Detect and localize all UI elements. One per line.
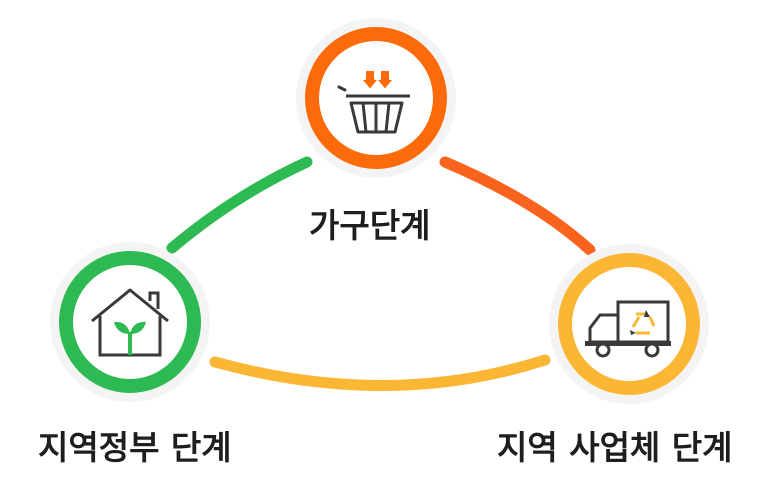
shopping-basket-icon [337,71,410,134]
business-stage-label: 지역 사업체 단계 [497,428,733,467]
household-stage-label: 가구단계 [309,206,431,245]
recycling-truck-icon [585,300,671,358]
connector-government-business [209,354,551,391]
business-node [549,244,709,404]
house-sprout-icon [91,288,169,357]
government-stage-label: 지역정부 단계 [38,428,232,467]
government-node [50,242,210,402]
connector-household-business [439,156,596,256]
household-node [296,18,456,178]
connector-government-household [166,156,313,254]
